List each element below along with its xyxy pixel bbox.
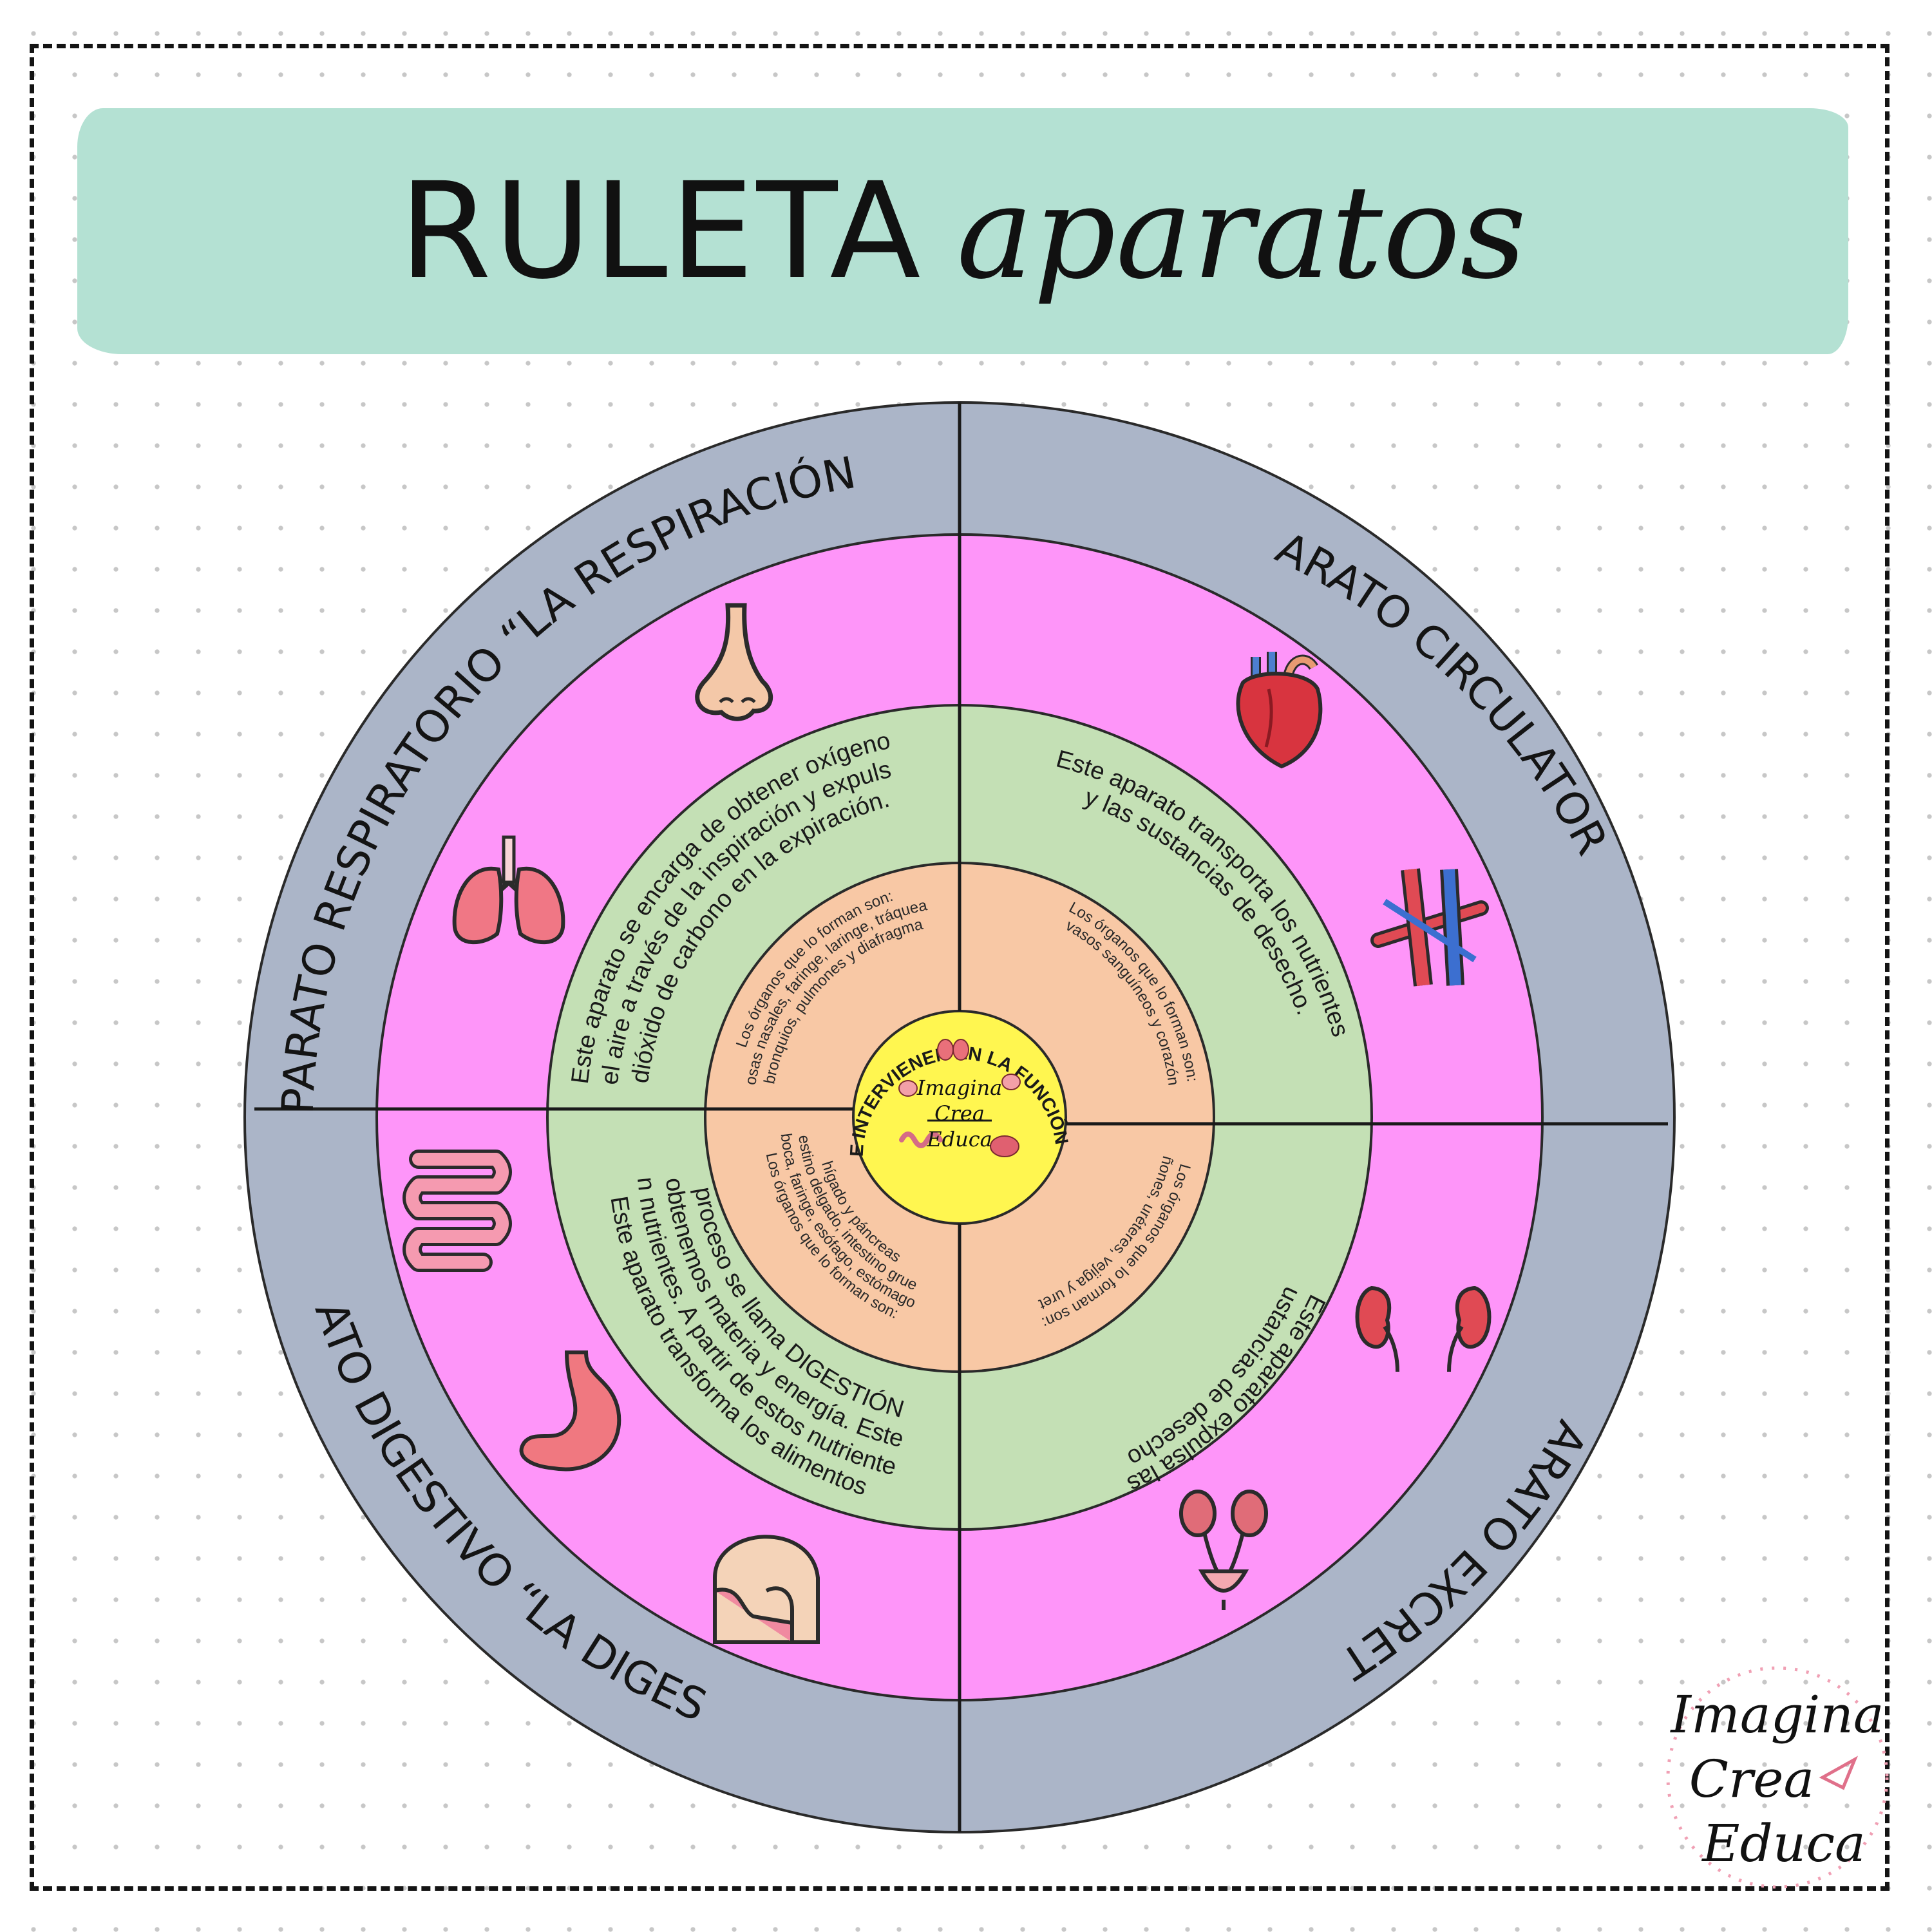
center-logo: Imagina Crea Educa: [916, 1075, 1002, 1151]
stomach-icon: [519, 1350, 621, 1472]
divider-lines: [254, 402, 1668, 1832]
kidneys-icon: [1355, 1285, 1492, 1372]
urinary-system-icon: [1179, 1490, 1268, 1610]
title-script: aparatos: [956, 158, 1527, 308]
center-logo-line-3: Educa: [926, 1127, 992, 1151]
center-logo-line-1: Imagina: [916, 1075, 1002, 1100]
paper-plane-icon: [1819, 1756, 1859, 1790]
brand-line-1: Imagina: [1669, 1685, 1884, 1745]
title-banner: RULETA aparatos: [77, 108, 1848, 354]
intestine-icon: [402, 1150, 512, 1272]
nose-icon: [695, 603, 773, 721]
title-main: RULETA: [399, 154, 923, 308]
brand-line-3: Educa: [1701, 1814, 1866, 1873]
heart-icon: [1236, 652, 1323, 769]
blood-vessels-icon: [1370, 868, 1489, 987]
page-title: RULETA aparatos: [399, 165, 1526, 298]
brand-logo: Imagina Crea Educa: [1666, 1666, 1889, 1889]
brand-line-2: Crea: [1689, 1749, 1815, 1809]
lungs-icon: [452, 835, 565, 944]
mouth-throat-icon: [713, 1535, 820, 1644]
center-logo-line-2: Crea: [934, 1101, 985, 1126]
center-mini-organs-icon: [898, 1039, 1021, 1157]
dashed-frame: [30, 44, 1889, 1891]
